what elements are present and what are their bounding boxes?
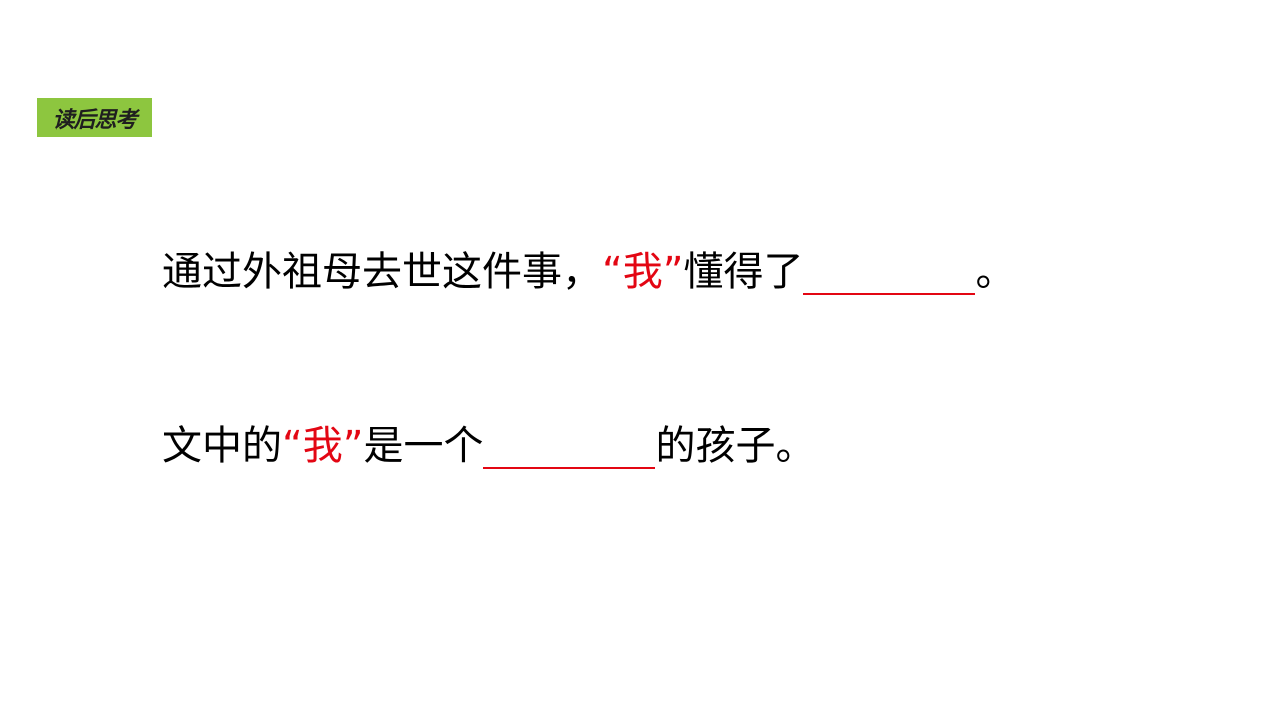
question-1-text-before: 通过外祖母去世这件事， bbox=[162, 249, 602, 295]
question-1-text-after: 懂得了 bbox=[683, 249, 804, 295]
question-1: 通过外祖母去世这件事，“我”懂得了 。 bbox=[162, 247, 1015, 297]
section-badge: 读后思考 bbox=[37, 98, 152, 137]
question-2: 文中的“我”是一个 的孩子。 bbox=[162, 421, 815, 471]
question-2-answer-blank[interactable] bbox=[483, 421, 656, 469]
question-1-answer-blank[interactable] bbox=[803, 247, 976, 295]
question-2-text-before: 文中的 bbox=[162, 423, 282, 469]
question-2-text-after: 是一个 bbox=[363, 423, 484, 469]
question-1-quote: “我” bbox=[602, 249, 684, 295]
question-1-text-end: 。 bbox=[975, 249, 1016, 295]
question-2-quote: “我” bbox=[282, 423, 364, 469]
question-2-text-end: 的孩子。 bbox=[655, 423, 816, 469]
